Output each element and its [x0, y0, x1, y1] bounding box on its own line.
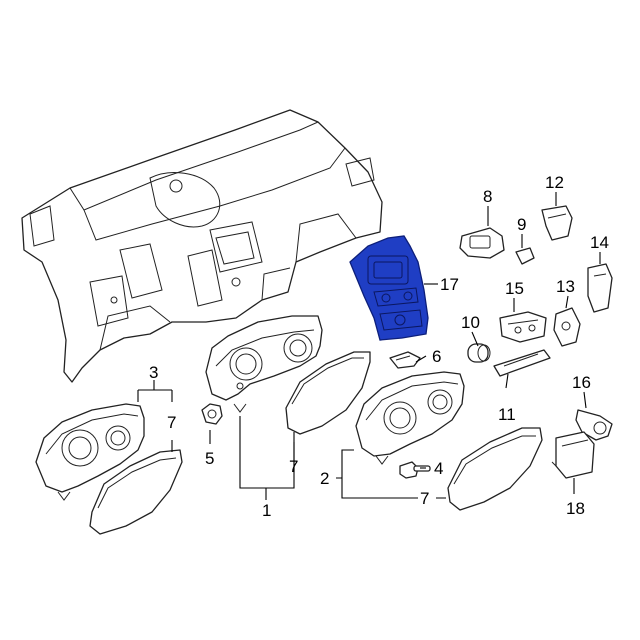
part-3-instrument-cluster-left[interactable]	[35, 403, 145, 501]
callout-12[interactable]: 12	[545, 173, 564, 192]
instrument-panel	[21, 109, 383, 383]
callout-7-right[interactable]: 7	[420, 489, 429, 508]
callout-15[interactable]: 15	[505, 279, 524, 298]
callout-16[interactable]: 16	[572, 373, 591, 392]
part-8-switch[interactable]	[459, 227, 505, 259]
callout-13[interactable]: 13	[556, 277, 575, 296]
callout-14[interactable]: 14	[590, 233, 609, 252]
part-7-lens-left[interactable]	[89, 449, 183, 535]
callout-4[interactable]: 4	[434, 459, 443, 478]
callout-9[interactable]: 9	[517, 215, 526, 234]
callout-6[interactable]: 6	[432, 347, 441, 366]
part-15-control-unit[interactable]	[499, 311, 547, 343]
callout-7-center[interactable]: 7	[289, 457, 298, 476]
part-11-switch-strip[interactable]	[493, 349, 551, 377]
part-7-lens-center[interactable]	[285, 351, 371, 435]
part-14-bracket[interactable]	[587, 263, 613, 313]
part-2-instrument-cluster-right[interactable]	[355, 371, 465, 465]
callout-8[interactable]: 8	[483, 187, 492, 206]
callout-3[interactable]: 3	[149, 363, 158, 382]
callout-17[interactable]: 17	[440, 275, 459, 294]
part-6-clip[interactable]	[389, 351, 421, 369]
callout-5[interactable]: 5	[205, 449, 214, 468]
callout-7-left[interactable]: 7	[167, 413, 176, 432]
part-7-lens-right[interactable]	[447, 427, 543, 511]
part-4-screw[interactable]	[399, 461, 431, 479]
callout-labels: 1 2 3 4 5 6 7 7 7 8 9 10 11 12 13 14 15 …	[149, 173, 609, 520]
part-10-socket[interactable]	[467, 343, 491, 363]
part-5-fastener[interactable]	[201, 403, 223, 425]
part-13-module[interactable]	[553, 307, 581, 347]
callout-1[interactable]: 1	[262, 501, 271, 520]
part-1-instrument-cluster[interactable]	[205, 315, 323, 413]
part-9-button[interactable]	[515, 247, 535, 265]
part-18-module-box[interactable]	[551, 431, 595, 479]
callout-2[interactable]: 2	[320, 469, 329, 488]
callout-11[interactable]: 11	[498, 405, 516, 424]
part-17-highlighted-bezel[interactable]	[349, 235, 429, 341]
leader-lines	[137, 192, 601, 500]
callout-10[interactable]: 10	[461, 313, 480, 332]
callout-18[interactable]: 18	[566, 499, 585, 518]
part-12-sensor[interactable]	[541, 205, 573, 241]
